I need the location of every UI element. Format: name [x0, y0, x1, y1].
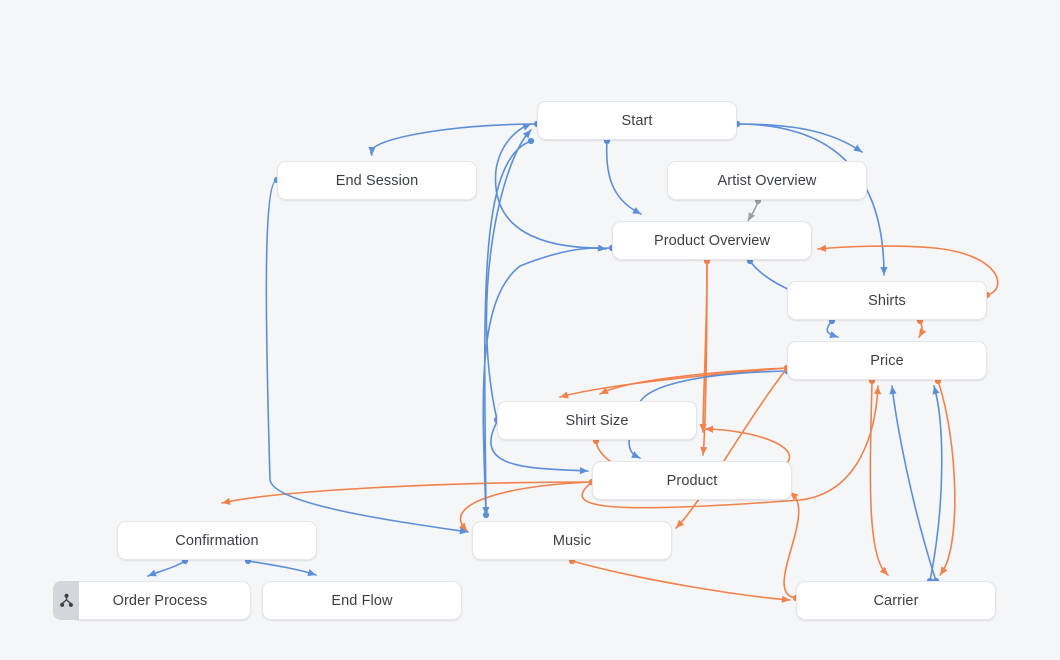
- edge: [482, 137, 535, 516]
- edge-source-dot: [482, 511, 490, 519]
- edge: [599, 364, 791, 395]
- node-label: Start: [621, 112, 653, 129]
- edge-arrowhead: [148, 569, 157, 577]
- node-product-overview[interactable]: Product Overview: [612, 221, 812, 260]
- edge: [221, 478, 596, 505]
- edge-arrowhead: [873, 386, 882, 395]
- node-artist-overview[interactable]: Artist Overview: [667, 161, 867, 200]
- hierarchy-icon: [53, 581, 79, 620]
- edge: [559, 364, 791, 399]
- edge-arrowhead: [368, 146, 376, 155]
- node-shirt-size[interactable]: Shirt Size: [497, 401, 697, 440]
- edge-arrowhead: [522, 130, 531, 139]
- edge: [868, 377, 889, 576]
- edge-arrowhead: [459, 527, 468, 535]
- edge: [482, 244, 607, 519]
- edge: [826, 317, 839, 338]
- edge-arrowhead: [700, 446, 708, 455]
- edge-arrowhead: [600, 387, 609, 394]
- node-label: Product: [666, 472, 718, 489]
- edge: [675, 364, 791, 529]
- edge-arrowhead: [829, 331, 838, 338]
- node-label: Confirmation: [175, 532, 259, 549]
- node-confirmation[interactable]: Confirmation: [117, 521, 317, 560]
- node-label: Shirt Size: [565, 412, 629, 429]
- edge-arrowhead: [222, 497, 231, 505]
- node-order-process[interactable]: Order Process: [53, 581, 251, 620]
- edge: [934, 377, 956, 576]
- edge: [494, 123, 616, 252]
- edge: [603, 137, 642, 215]
- edge-arrowhead: [781, 595, 790, 603]
- edge-arrowhead: [631, 451, 640, 458]
- edge-arrowhead: [919, 328, 927, 337]
- edge: [368, 120, 541, 156]
- node-label: Carrier: [873, 592, 919, 609]
- edge-arrowhead: [932, 386, 940, 395]
- edge-arrowhead: [522, 123, 531, 131]
- edge-arrowhead: [632, 207, 641, 214]
- node-shirts[interactable]: Shirts: [787, 281, 987, 320]
- node-label: Product Overview: [653, 232, 771, 249]
- node-start[interactable]: Start: [537, 101, 737, 140]
- edge: [568, 557, 791, 603]
- node-label: Artist Overview: [717, 172, 817, 189]
- edge: [147, 557, 189, 577]
- node-end-session[interactable]: End Session: [277, 161, 477, 200]
- edge: [244, 557, 317, 576]
- node-music[interactable]: Music: [472, 521, 672, 560]
- edge: [485, 129, 532, 424]
- edge-arrowhead: [940, 566, 948, 575]
- edge-arrowhead: [307, 569, 316, 576]
- edge-arrowhead: [889, 386, 897, 395]
- edge: [889, 385, 940, 585]
- node-label: End Session: [335, 172, 419, 189]
- edge: [916, 317, 927, 338]
- edge-arrowhead: [560, 391, 569, 399]
- edge-arrowhead: [699, 423, 707, 432]
- edge-arrowhead: [853, 144, 862, 152]
- edge-arrowhead: [818, 244, 827, 252]
- edge-arrowhead: [597, 244, 606, 252]
- edge: [926, 385, 943, 585]
- edge-arrowhead: [879, 566, 888, 575]
- edge-arrowhead: [880, 266, 888, 275]
- node-label: Music: [552, 532, 592, 549]
- node-price[interactable]: Price: [787, 341, 987, 380]
- edge: [700, 257, 711, 456]
- edge-arrowhead: [482, 506, 490, 515]
- node-product[interactable]: Product: [592, 461, 792, 500]
- edge: [747, 197, 762, 222]
- node-label: End Flow: [331, 592, 393, 609]
- node-carrier[interactable]: Carrier: [796, 581, 996, 620]
- node-label: Price: [870, 352, 904, 369]
- node-label: Order Process: [112, 592, 208, 609]
- edge-arrowhead: [676, 519, 685, 528]
- edge-arrowhead: [579, 467, 588, 475]
- edge-arrowhead: [459, 522, 467, 531]
- edge: [733, 120, 863, 153]
- edge: [699, 257, 711, 433]
- edge: [265, 176, 469, 535]
- edge-arrowhead: [705, 425, 714, 433]
- node-label: Shirts: [868, 292, 906, 309]
- edge-source-dot: [527, 137, 535, 145]
- node-end-flow[interactable]: End Flow: [262, 581, 462, 620]
